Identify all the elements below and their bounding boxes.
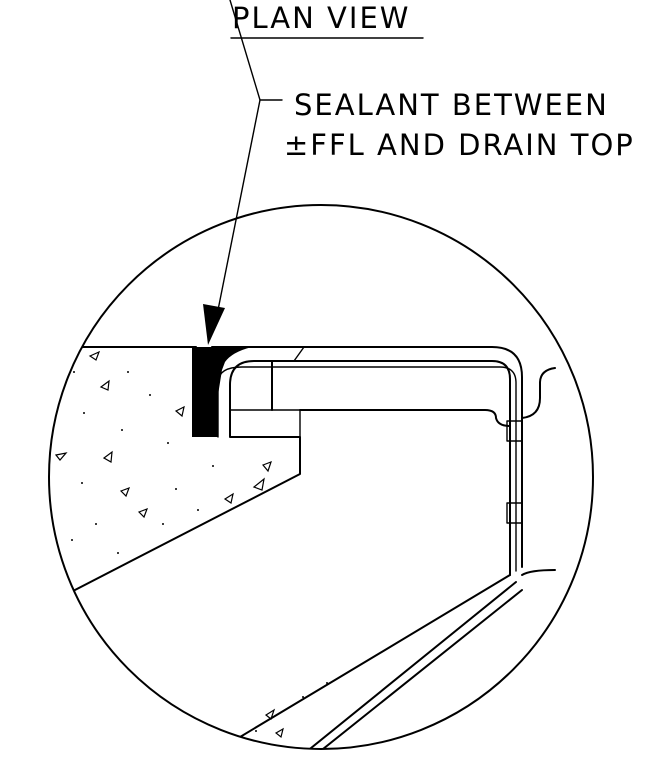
- view-title: PLAN VIEW: [232, 1, 410, 35]
- channel-edge-curve: [521, 367, 556, 419]
- channel-clip-lower: [506, 502, 523, 524]
- detail-contents: [49, 346, 556, 749]
- slab-line-1: [199, 574, 511, 749]
- callout-line-1: SEALANT BETWEEN: [294, 88, 609, 122]
- sealant-block: [192, 347, 212, 437]
- channel-top-mark: [293, 346, 305, 362]
- screed-step: [229, 409, 301, 438]
- channel-edge-curve-lower: [521, 569, 556, 576]
- detail-circle: [48, 204, 594, 750]
- slab-line-2: [294, 581, 517, 749]
- screed-profile: [49, 409, 301, 609]
- channel-clip-upper: [506, 420, 523, 442]
- concrete-hatch: [54, 350, 328, 739]
- slab-line-3: [307, 589, 523, 749]
- callout-line-2: ±FFL AND DRAIN TOP: [284, 128, 635, 162]
- drain-lip-inner: [217, 366, 517, 572]
- drain-channel-inner: [229, 360, 511, 576]
- grate-bar-edge: [299, 409, 511, 427]
- sealant-wedge: [212, 347, 252, 437]
- drain-channel-outer: [211, 346, 523, 568]
- leader-arrow-shaft: [215, 99, 261, 321]
- leader-arrowhead: [203, 304, 225, 345]
